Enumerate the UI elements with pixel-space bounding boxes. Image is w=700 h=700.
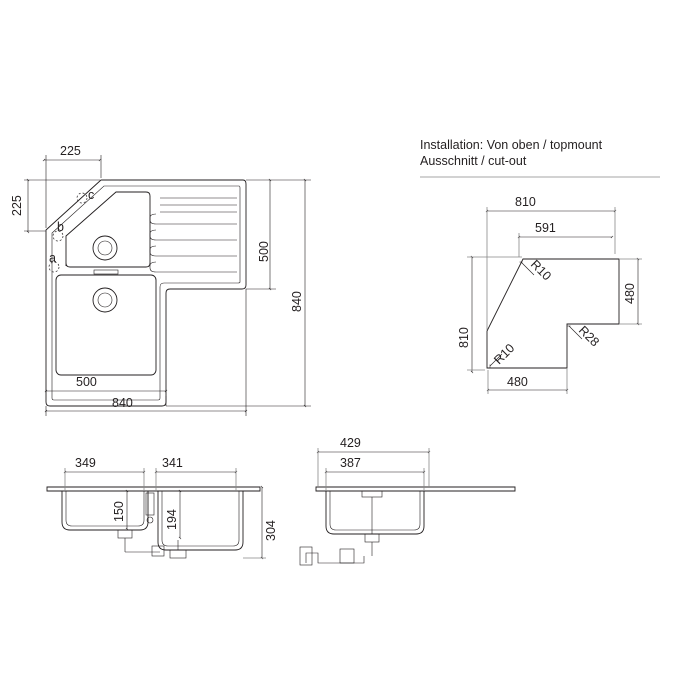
sink-outline — [45, 179, 247, 407]
dim-cutout-inner-width: 591 — [535, 221, 556, 235]
side-drain-pipes — [299, 490, 383, 566]
radius-bottom-left-label: R10 — [491, 341, 517, 367]
drainer-grooves — [149, 197, 237, 273]
dim-front-depth-left: 150 — [112, 501, 126, 522]
radius-top-label: R10 — [528, 257, 554, 283]
small-bowl — [65, 191, 151, 268]
dim-corner-horizontal: 225 — [60, 144, 81, 158]
tap-hole-a-marker — [48, 261, 60, 273]
dim-front-bowl-left: 349 — [75, 456, 96, 470]
front-right-bowl — [157, 491, 244, 551]
tap-hole-b-marker — [52, 230, 64, 242]
dim-cutout-bottom-width: 480 — [507, 375, 528, 389]
large-bowl-drain-inner — [97, 292, 113, 308]
dim-drainer-depth: 500 — [257, 241, 271, 262]
sink-plan-view: a b c — [45, 179, 247, 407]
front-drain-pipes — [117, 492, 187, 559]
tap-hole-a-label: a — [49, 251, 56, 265]
dim-cutout-width: 810 — [515, 195, 536, 209]
sink-inner-rim — [51, 185, 241, 401]
front-rim — [46, 486, 261, 492]
front-section-view: 349 341 150 194 304 — [46, 456, 278, 560]
dim-cutout-right-depth: 480 — [623, 283, 637, 304]
tap-hole-c-label: c — [88, 188, 94, 202]
dim-side-width-bowl: 387 — [340, 456, 361, 470]
cutout-template: 810 591 810 480 480 R10 R10 R28 — [457, 195, 642, 394]
tap-hole-b-label: b — [57, 220, 64, 234]
side-rim — [315, 486, 516, 492]
plan-dimensions: 225 225 500 840 500 840 — [10, 144, 311, 416]
installation-caption: Installation: Von oben / topmount — [420, 138, 603, 152]
radius-inner-label: R28 — [576, 323, 602, 349]
dim-total-depth: 840 — [290, 291, 304, 312]
side-section-view: 429 387 — [299, 436, 516, 566]
small-bowl-drain-inner — [97, 240, 113, 256]
dim-front-depth-middle: 194 — [165, 509, 179, 530]
small-bowl-drain — [92, 235, 118, 261]
dim-total-width: 840 — [112, 396, 133, 410]
cutout-caption: Ausschnitt / cut-out — [420, 154, 527, 168]
cutout-outline — [486, 258, 620, 369]
dim-side-width-total: 429 — [340, 436, 361, 450]
dim-bowl-width: 500 — [76, 375, 97, 389]
large-bowl-drain — [92, 287, 118, 313]
overflow-slot — [93, 269, 119, 275]
large-bowl — [55, 274, 157, 376]
front-left-bowl — [61, 491, 149, 531]
side-bowl — [325, 491, 425, 535]
dim-front-bowl-right: 341 — [162, 456, 183, 470]
dim-front-depth-total: 304 — [264, 520, 278, 541]
dim-corner-vertical: 225 — [10, 195, 24, 216]
tap-hole-c-marker — [76, 192, 88, 204]
dim-cutout-height: 810 — [457, 327, 471, 348]
